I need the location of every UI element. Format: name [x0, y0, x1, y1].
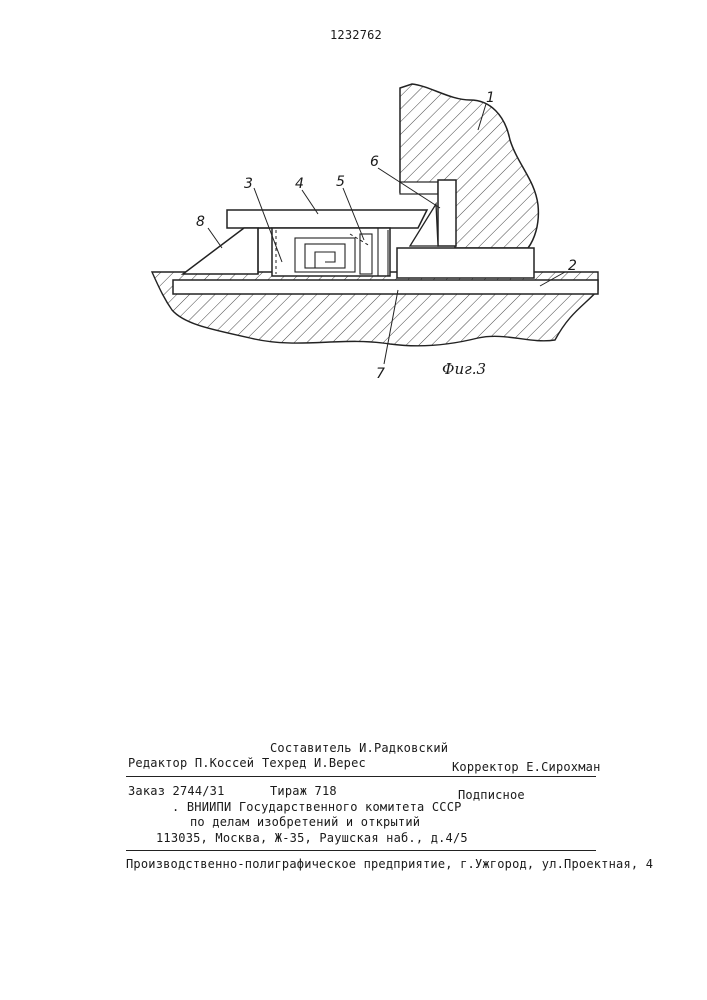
- compiler-line: Составитель И.Радковский: [270, 741, 448, 755]
- label-8: 8: [196, 214, 205, 230]
- label-1: 1: [486, 90, 495, 106]
- technical-drawing: 1 2 3 4 5 6 7 8 Фиг.3: [0, 0, 707, 400]
- printer-line: Производственно-полиграфическое предприя…: [126, 857, 653, 871]
- label-7: 7: [376, 366, 385, 382]
- figure-caption: Фиг.3: [442, 360, 486, 378]
- label-5: 5: [336, 174, 345, 190]
- label-6: 6: [370, 154, 379, 170]
- part-2-plate: [173, 280, 598, 294]
- label-2: 2: [568, 258, 577, 274]
- circulation-line: Тираж 718: [270, 784, 337, 798]
- corrector-line: Корректор Е.Сирохман: [452, 760, 601, 774]
- part-4-plate: [227, 210, 427, 228]
- label-3: 3: [244, 176, 253, 192]
- part-6-bar: [438, 180, 456, 246]
- techred-line: Техред И.Верес: [262, 756, 366, 770]
- divider-bottom: [126, 850, 596, 851]
- editor-line: Редактор П.Коссей: [128, 756, 254, 770]
- divider-top: [126, 776, 596, 777]
- org-line-1: . ВНИИПИ Государственного комитета СССР: [172, 800, 462, 814]
- part-7-block: [397, 248, 534, 278]
- org-line-2: по делам изобретений и открытий: [190, 815, 420, 829]
- order-line: Заказ 2744/31: [128, 784, 225, 798]
- subscription-line: Подписное: [458, 788, 525, 802]
- part-1-step: [400, 182, 438, 194]
- org-line-3: 113035, Москва, Ж-35, Раушская наб., д.4…: [156, 831, 468, 845]
- label-4: 4: [295, 176, 304, 192]
- part-8-foot: [183, 228, 258, 274]
